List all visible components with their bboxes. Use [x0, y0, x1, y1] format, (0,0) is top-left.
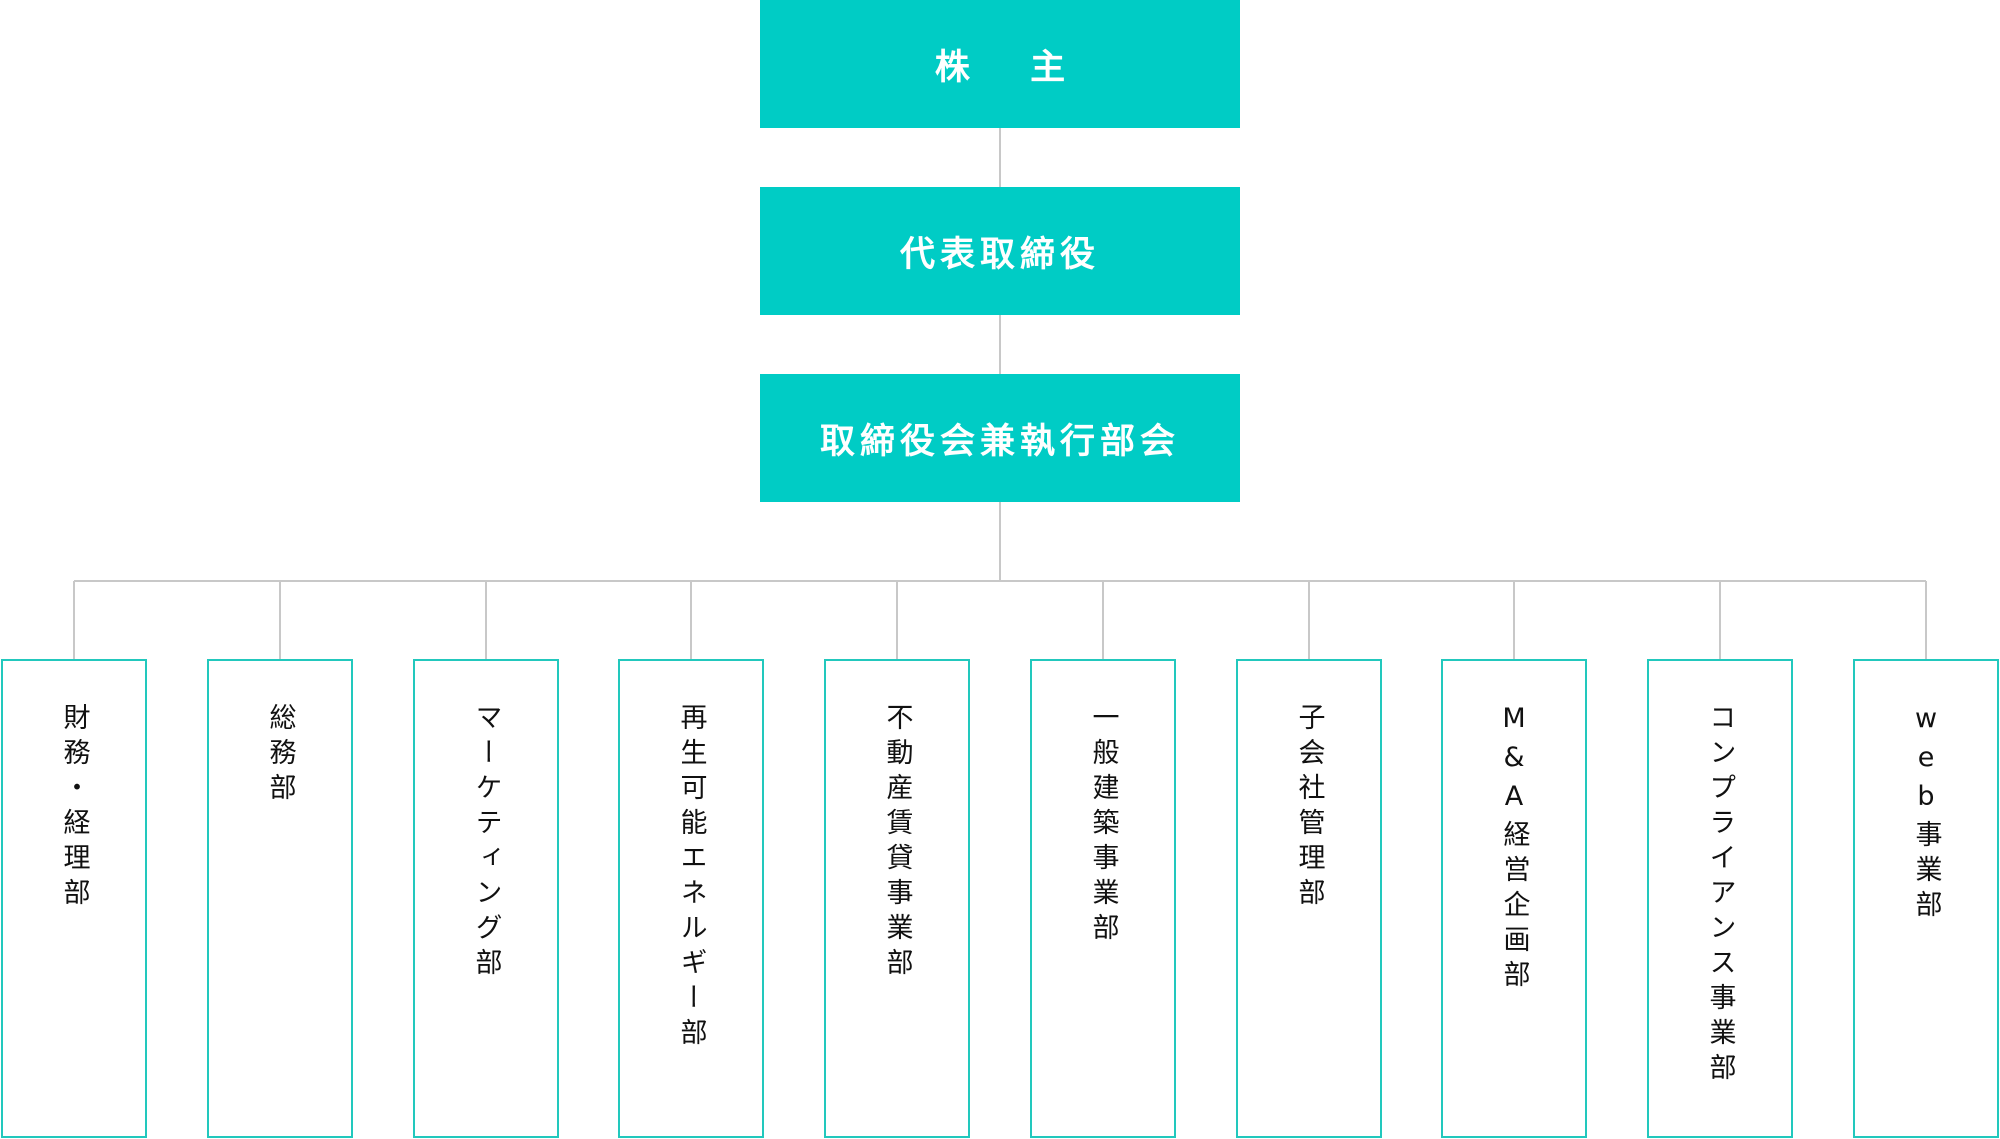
shareholders-box: 株 主: [760, 0, 1240, 128]
board-label: 取締役会兼執行部会: [819, 421, 1180, 462]
board-box: 取締役会兼執行部会: [760, 374, 1240, 502]
dept-box-general-affairs: 総務部: [207, 659, 353, 1138]
dept-label: コンプライアンス事業部: [1704, 703, 1736, 1088]
dept-box-subsidiary-management: 子会社管理部: [1236, 659, 1382, 1138]
dept-box-ma-planning: M&A経営企画部: [1441, 659, 1587, 1138]
dept-label: web事業部: [1910, 703, 1942, 925]
dept-box-finance-accounting: 財務・経理部: [1, 659, 147, 1138]
dept-label: M&A経営企画部: [1498, 703, 1530, 995]
dept-box-real-estate-leasing: 不動産賃貸事業部: [824, 659, 970, 1138]
dept-box-web: web事業部: [1853, 659, 1999, 1138]
dept-label: 総務部: [264, 703, 296, 808]
dept-box-compliance: コンプライアンス事業部: [1647, 659, 1793, 1138]
dept-label: 財務・経理部: [58, 703, 90, 913]
dept-box-marketing: マーケティング部: [413, 659, 559, 1138]
shareholders-label: 株 主: [934, 47, 1090, 88]
dept-label: 不動産賃貸事業部: [881, 703, 913, 983]
dept-label: 一般建築事業部: [1087, 703, 1119, 948]
ceo-label: 代表取締役: [899, 234, 1100, 275]
dept-box-renewable-energy: 再生可能エネルギー部: [618, 659, 764, 1138]
dept-box-general-construction: 一般建築事業部: [1030, 659, 1176, 1138]
dept-label: マーケティング部: [470, 703, 502, 983]
ceo-box: 代表取締役: [760, 187, 1240, 315]
dept-label: 子会社管理部: [1293, 703, 1325, 913]
dept-label: 再生可能エネルギー部: [675, 703, 707, 1053]
